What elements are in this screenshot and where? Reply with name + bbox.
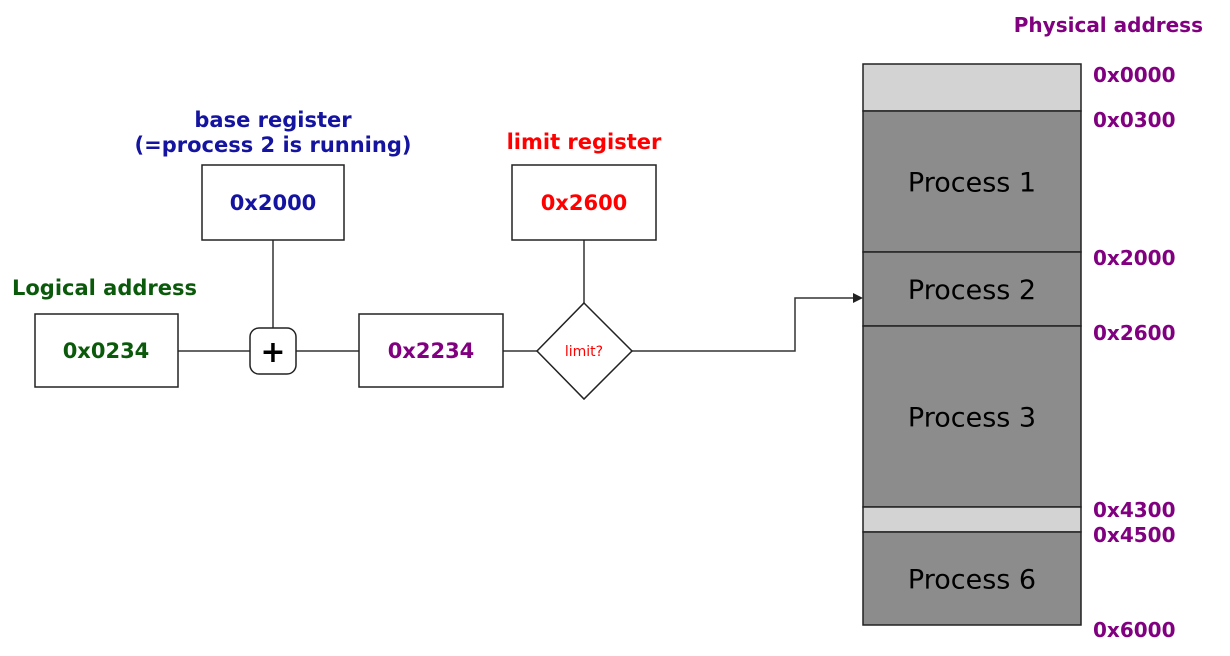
base-register-label: base register [194,108,352,132]
base-register-box [201,164,345,241]
memory-segment-label: Process 6 [908,565,1036,596]
base-register-value: 0x2000 [230,191,317,215]
memory-segment-label: Process 2 [908,275,1036,306]
connectors [178,240,856,352]
memory-segment-process-2 [862,251,1082,327]
memory-segment-process-6 [862,531,1082,626]
adder-plus-icon: + [260,335,285,370]
memory-segment-label: Process 3 [908,403,1036,434]
memory-map: Process 1 Process 2 Process 3 Process 6 [862,63,1082,626]
memory-address-label: 0x6000 [1093,618,1175,642]
limit-check-diamond [535,301,634,401]
arrow-head [853,293,863,303]
physical-address-label: Physical address [1014,13,1203,37]
memory-address-label: 0x4300 [1093,498,1175,522]
memory-address-label: 0x2600 [1093,321,1175,345]
memory-segment-free-4 [862,506,1082,533]
memory-segment-process-3 [862,325,1082,508]
memory-address-label: 0x4500 [1093,523,1175,547]
limit-check-label: limit? [565,344,603,360]
logical-address-value: 0x0234 [63,339,150,363]
memory-address-label: 0x0300 [1093,108,1175,132]
limit-register-box [511,164,657,241]
memory-address-label: 0x0000 [1093,63,1175,87]
memory-segment-process-1 [862,110,1082,253]
connector-check-to-memory [632,297,856,352]
logical-address-label: Logical address [12,276,197,300]
memory-segment-label: Process 1 [908,168,1036,199]
logical-address-box [34,313,179,388]
base-register-note: (=process 2 is running) [135,133,412,157]
adder-box [249,327,297,375]
memory-address-label: 0x2000 [1093,246,1175,270]
limit-register-value: 0x2600 [541,191,628,215]
memory-segment-free-0 [862,63,1082,112]
sum-value: 0x2234 [388,339,475,363]
sum-box [358,313,504,388]
limit-register-label: limit register [507,130,662,154]
